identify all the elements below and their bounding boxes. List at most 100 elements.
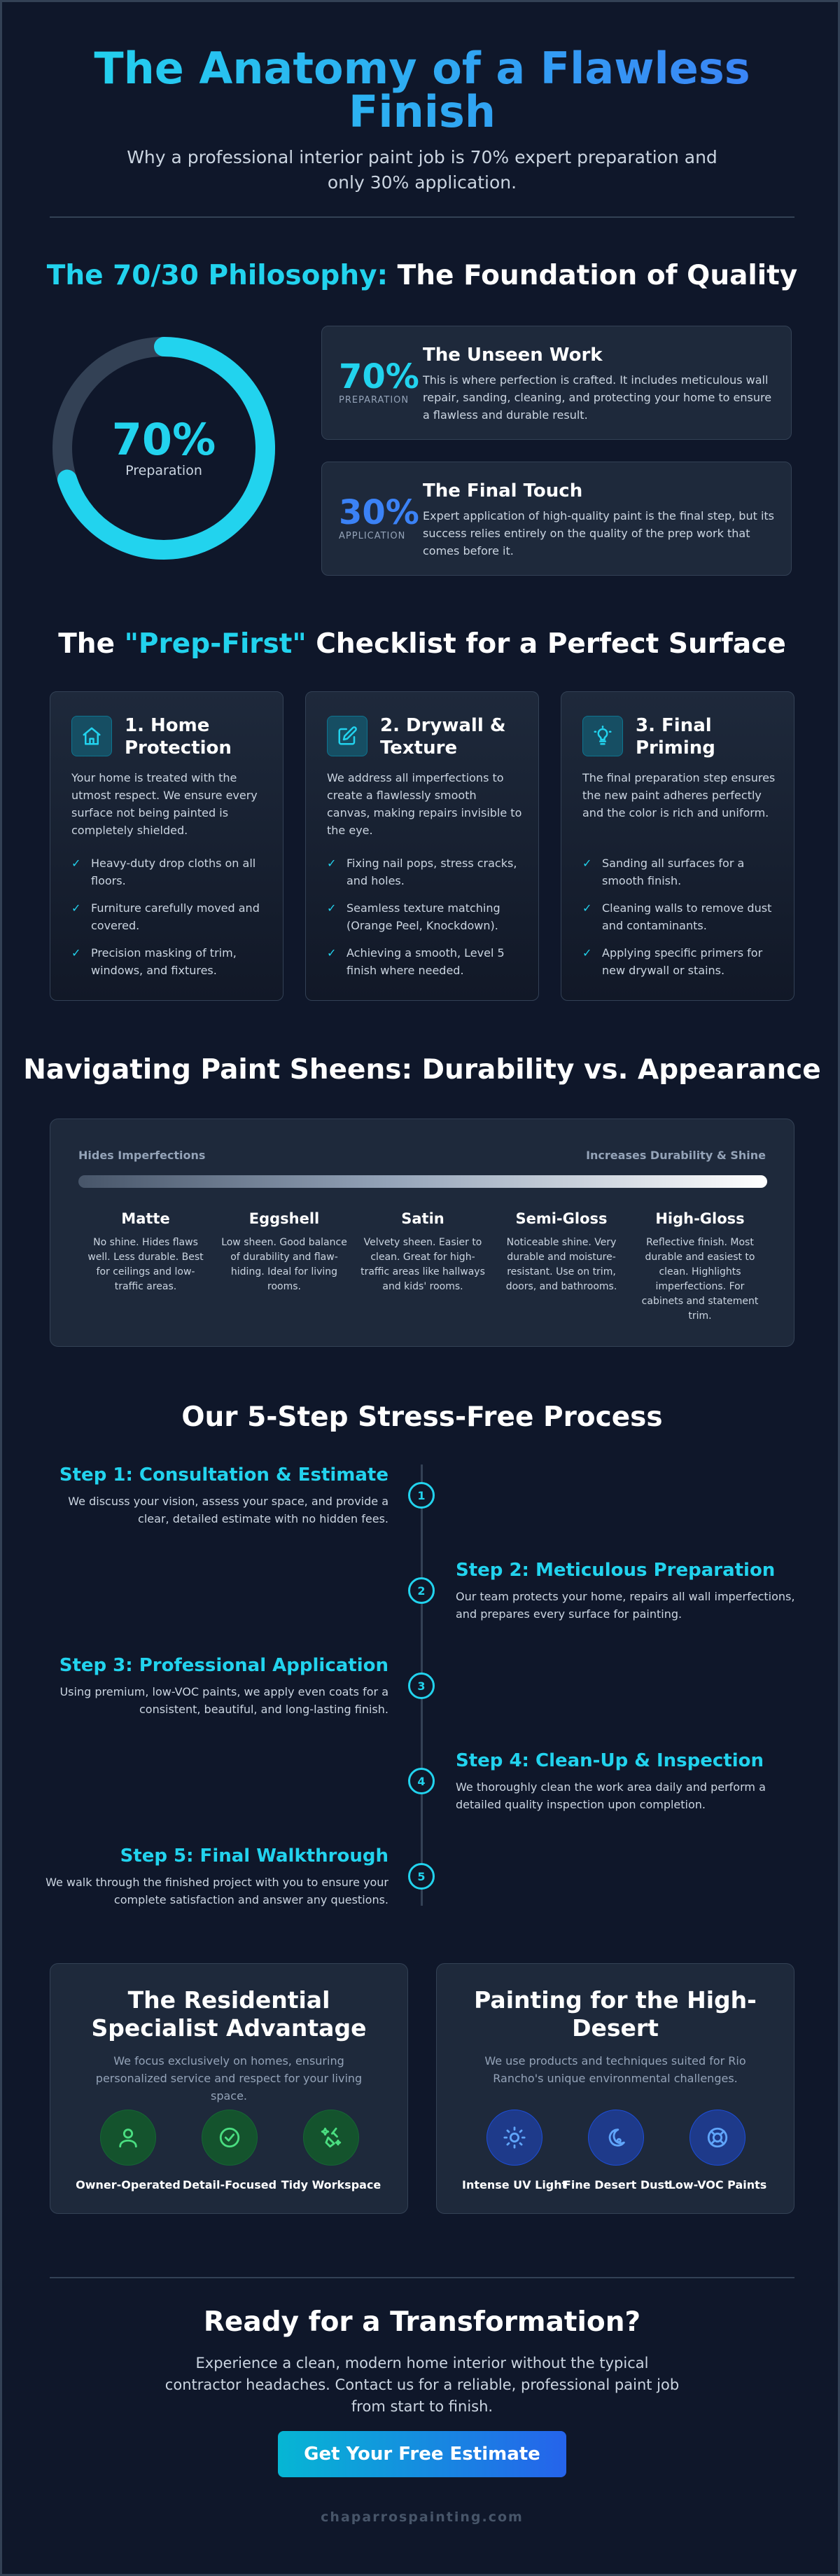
step-title: Step 5: Final Walkthrough	[120, 1846, 388, 1867]
user-icon	[100, 2110, 156, 2166]
list-item: ✓Sanding all surfaces for a smooth finis…	[582, 854, 778, 889]
step-marker-2: 2	[408, 1577, 435, 1604]
high-desert-text: We use products and techniques suited fo…	[484, 2054, 746, 2085]
drywall-texture-list: ✓ Fixing nail pops, stress cracks, and ho…	[327, 854, 523, 989]
hero: The Anatomy of a Flawless Finish Why a p…	[2, 47, 838, 195]
list-item: ✓ Achieving a smooth, Level 5 finish wher…	[327, 944, 523, 979]
free-estimate-button[interactable]: Get Your Free Estimate	[278, 2431, 566, 2477]
sheen-desc: Low sheen. Good balance of durability an…	[221, 1237, 347, 1292]
list-item: ✓Heavy-duty drop cloths on all floors.	[71, 854, 267, 889]
sheen-name: Matte	[121, 1210, 170, 1227]
cta-title: Ready for a Transformation?	[203, 2306, 641, 2338]
home-protection-card: 1. Home Protection Your home is treated …	[50, 691, 284, 1001]
list-item: ✓Cleaning walls to remove dust and conta…	[582, 899, 778, 934]
checkmark-icon: ✓	[327, 857, 337, 870]
sheen-gradient-bar	[78, 1175, 767, 1188]
sheen-desc: Velvety sheen. Easier to clean. Great fo…	[360, 1237, 485, 1292]
home-protection-list: ✓Heavy-duty drop cloths on all floors. ✓…	[71, 854, 267, 989]
checkmark-icon: ✓	[327, 946, 337, 960]
final-touch-title: The Final Touch	[423, 480, 583, 501]
list-item-text: Fixing nail pops, stress cracks, and hol…	[346, 857, 517, 887]
checklist-title-post: Checklist for a Perfect Surface	[306, 628, 786, 660]
step-marker-5: 5	[408, 1863, 435, 1890]
feature-label: Detail-Focused	[182, 2178, 277, 2191]
checkmark-icon: ✓	[582, 946, 592, 960]
step-marker-4: 4	[408, 1768, 435, 1794]
checklist-title-pre: The	[58, 628, 125, 660]
step-4: Step 4: Clean-Up & Inspection We thoroug…	[456, 1750, 806, 1813]
desert-dust-feature: Fine Desert Dust	[564, 2110, 670, 2191]
hero-title: The Anatomy of a Flawless Finish	[72, 47, 772, 134]
step-marker-3: 3	[408, 1673, 435, 1699]
list-item-text: Furniture carefully moved and covered.	[91, 901, 260, 932]
dust-icon	[588, 2110, 644, 2166]
tidy-workspace-feature: Tidy Workspace	[279, 2110, 384, 2191]
unseen-work-title: The Unseen Work	[423, 345, 603, 366]
sheen-name: Eggshell	[248, 1210, 320, 1227]
philosophy-title-accent: The 70/30 Philosophy:	[46, 260, 388, 291]
feature-label: Fine Desert Dust	[564, 2178, 670, 2191]
sheen-panel: Hides Imperfections Increases Durability…	[50, 1119, 794, 1347]
unseen-work-text: This is where perfection is crafted. It …	[423, 373, 772, 422]
list-item: ✓Precision masking of trim, windows, and…	[71, 944, 267, 979]
uv-light-feature: Intense UV Light	[462, 2110, 567, 2191]
sheen-name: Satin	[401, 1210, 444, 1227]
step-title: Step 4: Clean-Up & Inspection	[456, 1750, 764, 1771]
final-priming-list: ✓Sanding all surfaces for a smooth finis…	[582, 854, 778, 989]
home-protection-text: Your home is treated with the utmost res…	[71, 771, 258, 837]
step-text: Using premium, low-VOC paints, we apply …	[59, 1685, 388, 1716]
checkmark-icon: ✓	[582, 901, 592, 915]
drywall-texture-card: 2. Drywall & Texture We address all impe…	[305, 691, 539, 1001]
list-item-text: Achieving a smooth, Level 5 finish where…	[346, 946, 505, 977]
detail-focused-feature: Detail-Focused	[177, 2110, 282, 2191]
owner-operated-feature: Owner-Operated	[76, 2110, 181, 2191]
residential-title: The Residential Specialist Advantage	[91, 1986, 367, 2042]
residential-specialist-card: The Residential Specialist Advantage We …	[50, 1963, 408, 2214]
checkmark-icon: ✓	[71, 946, 81, 960]
sheen-name: Semi-Gloss	[515, 1210, 608, 1227]
checklist-title-accent: "Prep-First"	[124, 628, 307, 660]
sheen-high-gloss: High-Gloss Reflective finish. Most durab…	[633, 1210, 767, 1324]
sheen-left-label: Hides Imperfections	[78, 1149, 206, 1162]
checkmark-icon: ✓	[582, 857, 592, 870]
donut-fill	[52, 337, 275, 560]
step-2: Step 2: Meticulous Preparation Our team …	[456, 1560, 806, 1623]
step-3: Step 3: Professional Application Using p…	[38, 1655, 388, 1718]
sheen-matte: Matte No shine. Hides flaws well. Less d…	[78, 1210, 213, 1294]
unseen-work-card: 70% PREPARATION The Unseen Work This is …	[321, 326, 792, 440]
hero-subtitle: Why a professional interior paint job is…	[127, 147, 718, 193]
final-priming-title: 3. Final Priming	[636, 715, 715, 759]
edit-icon	[327, 716, 368, 756]
step-text: Our team protects your home, repairs all…	[456, 1590, 795, 1621]
sheen-right-label: Increases Durability & Shine	[586, 1149, 766, 1162]
sheen-desc: Noticeable shine. Very durable and moist…	[505, 1237, 617, 1292]
final-priming-text: The final preparation step ensures the n…	[582, 771, 776, 819]
final-touch-tag: APPLICATION	[339, 531, 406, 541]
step-1: Step 1: Consultation & Estimate We discu…	[38, 1464, 388, 1528]
final-priming-card: 3. Final Priming The final preparation s…	[561, 691, 794, 1001]
step-text: We discuss your vision, assess your spac…	[68, 1495, 388, 1525]
donut-label: Preparation	[125, 463, 202, 478]
feature-label: Intense UV Light	[462, 2178, 568, 2191]
list-item-text: Seamless texture matching (Orange Peel, …	[346, 901, 500, 932]
philosophy-title-rest: The Foundation of Quality	[388, 260, 798, 291]
drywall-texture-text: We address all imperfections to create a…	[327, 771, 522, 837]
home-icon	[71, 716, 112, 756]
feature-label: Tidy Workspace	[281, 2178, 382, 2191]
sheens-title: Navigating Paint Sheens: Durability vs. …	[23, 1054, 821, 1086]
step-text: We thoroughly clean the work area daily …	[456, 1780, 766, 1811]
process-title: Our 5-Step Stress-Free Process	[181, 1401, 663, 1433]
drywall-texture-title: 2. Drywall & Texture	[380, 715, 506, 759]
sheen-satin: Satin Velvety sheen. Easier to clean. Gr…	[356, 1210, 490, 1294]
cta-text: Experience a clean, modern home interior…	[164, 2355, 680, 2415]
unseen-work-tag: PREPARATION	[339, 395, 410, 406]
step-title: Step 3: Professional Application	[59, 1655, 388, 1676]
sheen-desc: No shine. Hides flaws well. Less durable…	[88, 1237, 204, 1292]
sheen-name: High-Gloss	[655, 1210, 745, 1227]
unseen-work-percent: 70%	[339, 357, 419, 396]
lightbulb-icon	[582, 716, 623, 756]
step-title: Step 2: Meticulous Preparation	[456, 1560, 776, 1581]
sheen-semi-gloss: Semi-Gloss Noticeable shine. Very durabl…	[494, 1210, 629, 1294]
website-link[interactable]: chaparrospainting.com	[321, 2509, 524, 2525]
